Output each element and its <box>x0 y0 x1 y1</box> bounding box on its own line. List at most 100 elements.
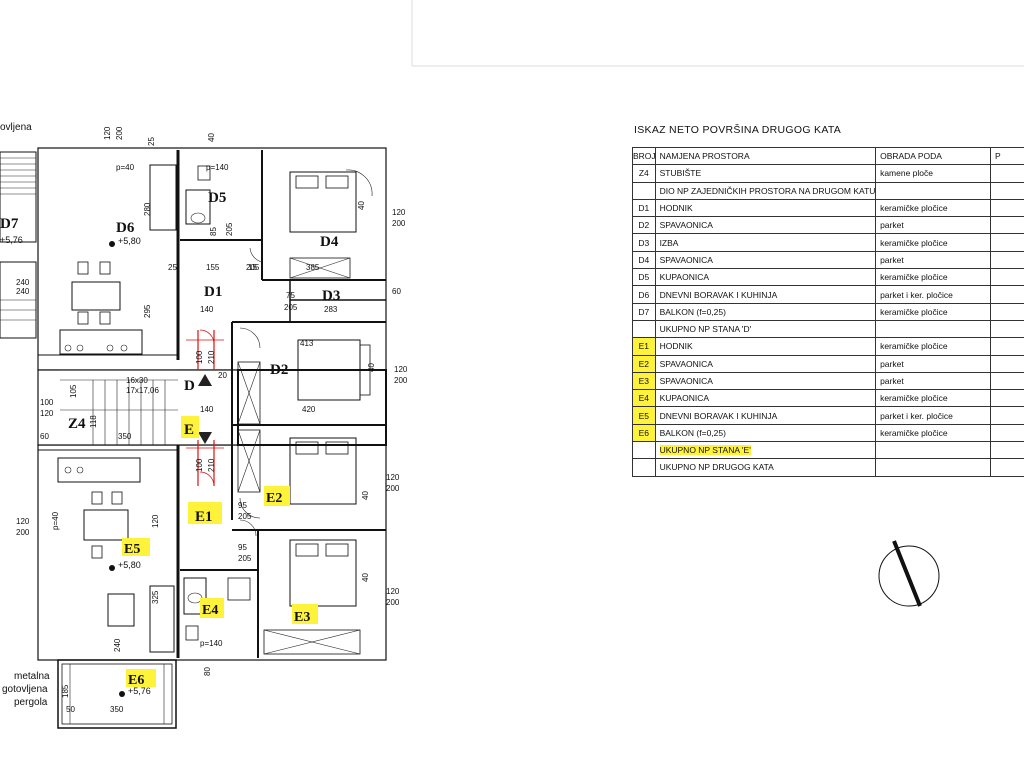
room-label-d6: D6 <box>116 220 135 236</box>
room-label-d5: D5 <box>208 190 226 206</box>
header-p: P <box>989 147 1024 166</box>
dim-200-e5: 200 <box>16 528 30 537</box>
dim-283: 283 <box>324 305 338 314</box>
dim-205-d1: 205 <box>246 263 260 272</box>
dim-240-a: 240 <box>16 278 30 287</box>
cell-p: 10,5 <box>989 302 1024 321</box>
table-row: UKUPNO NP STANA 'D' <box>632 319 1024 339</box>
cell-broj: E6 <box>632 423 656 443</box>
dim-100-d: 100 <box>195 350 204 364</box>
level-d6: +5,80 <box>118 236 141 246</box>
dim-40-e3: 40 <box>361 573 370 582</box>
dim-p40-d6: p=40 <box>116 163 135 172</box>
cell-obrada <box>875 458 991 477</box>
level-e6: +5,76 <box>128 686 151 696</box>
cell-obrada: parket <box>875 216 991 235</box>
cell-p <box>989 354 1024 373</box>
cell-namjena: SPAVAONICA <box>654 354 877 373</box>
balcony-d7 <box>0 151 37 339</box>
dim-280: 280 <box>143 202 152 216</box>
bed-e2 <box>289 437 357 505</box>
dim-100-left: 100 <box>40 398 54 407</box>
cell-namjena: UKUPNO NP STANA 'D' <box>654 319 877 339</box>
cell-obrada: parket <box>875 354 991 373</box>
dim-120-top: 120 <box>103 126 112 140</box>
dim-75: 75 <box>286 291 295 300</box>
cell-namjena: HODNIK <box>654 198 877 218</box>
dim-25-top: 25 <box>147 137 156 146</box>
table-row: UKUPNO NP DRUGOG KATA <box>632 458 1024 477</box>
dim-40-e2: 40 <box>361 491 370 500</box>
dim-120-d4: 120 <box>392 208 406 217</box>
cell-obrada: parket i ker. pločice <box>875 285 991 304</box>
dim-325: 325 <box>151 590 160 604</box>
cell-broj: D5 <box>632 268 656 287</box>
entry-d-marker <box>198 374 212 386</box>
furniture-d6 <box>59 164 177 355</box>
dim-25-d1: 25 <box>168 263 177 272</box>
room-label-d2: D2 <box>270 362 288 378</box>
note-pergola: pergola <box>14 697 48 708</box>
cell-obrada: parket <box>875 371 991 391</box>
note-metalna: metalna <box>14 671 50 682</box>
dim-95-e3: 95 <box>238 543 247 552</box>
dim-p140-e4: p=140 <box>200 639 223 648</box>
cell-obrada: keramičke pločice <box>875 198 991 218</box>
level-marker-e6 <box>119 691 125 697</box>
bathroom-d5 <box>185 165 211 225</box>
header-namjena: NAMJENA PROSTORA <box>654 147 877 166</box>
dim-120-e2: 120 <box>386 473 400 482</box>
dim-295: 295 <box>143 304 152 318</box>
dim-105-left: 105 <box>69 384 78 398</box>
cell-obrada: parket i ker. pločice <box>875 406 991 425</box>
cell-p <box>989 389 1024 408</box>
balcony-e6 <box>57 659 177 729</box>
cell-broj: E4 <box>632 389 656 408</box>
cell-namjena: SPAVAONICA <box>654 216 877 235</box>
cell-p <box>989 216 1024 235</box>
cell-namjena: HODNIK <box>654 337 877 356</box>
cell-broj: Z4 <box>632 164 656 183</box>
dim-140-mid: 140 <box>200 405 214 414</box>
room-label-e6: E6 <box>128 673 144 688</box>
stair-note: 16x30 <box>126 376 148 385</box>
dim-240-b: 240 <box>16 287 30 296</box>
dim-140-d1: 140 <box>200 305 214 314</box>
dim-p40-e5: p=40 <box>51 511 60 530</box>
cell-obrada: keramičke pločice <box>875 337 991 356</box>
dim-120-e3: 120 <box>386 587 400 596</box>
table-header-row: BROJ NAMJENA PROSTORA OBRADA PODA P <box>632 147 1024 166</box>
dim-200-d4: 200 <box>392 219 406 228</box>
dim-100-e: 100 <box>195 458 204 472</box>
cell-namjena: KUPAONICA <box>654 268 877 287</box>
dim-205-e3: 205 <box>238 554 252 563</box>
dim-205-d5: 205 <box>225 222 234 236</box>
cell-p <box>989 319 1024 339</box>
bed-d2 <box>297 339 371 401</box>
dim-155: 155 <box>206 263 220 272</box>
staircase <box>60 369 178 445</box>
level-marker-e5 <box>109 565 115 571</box>
cell-namjena: STUBIŠTE <box>654 164 877 183</box>
dim-413: 413 <box>300 339 314 348</box>
cell-broj: D2 <box>632 216 656 235</box>
cell-broj: D3 <box>632 233 656 252</box>
entry-doors <box>186 330 224 486</box>
dim-120-e5: 120 <box>16 517 30 526</box>
highlights <box>122 416 318 687</box>
dim-200-e2: 200 <box>386 484 400 493</box>
cell-namjena: BALKON (f=0,25) <box>654 423 877 443</box>
note-top-left: ovljena <box>0 122 32 133</box>
cell-broj: E3 <box>632 371 656 391</box>
room-label-e5: E5 <box>124 542 140 557</box>
